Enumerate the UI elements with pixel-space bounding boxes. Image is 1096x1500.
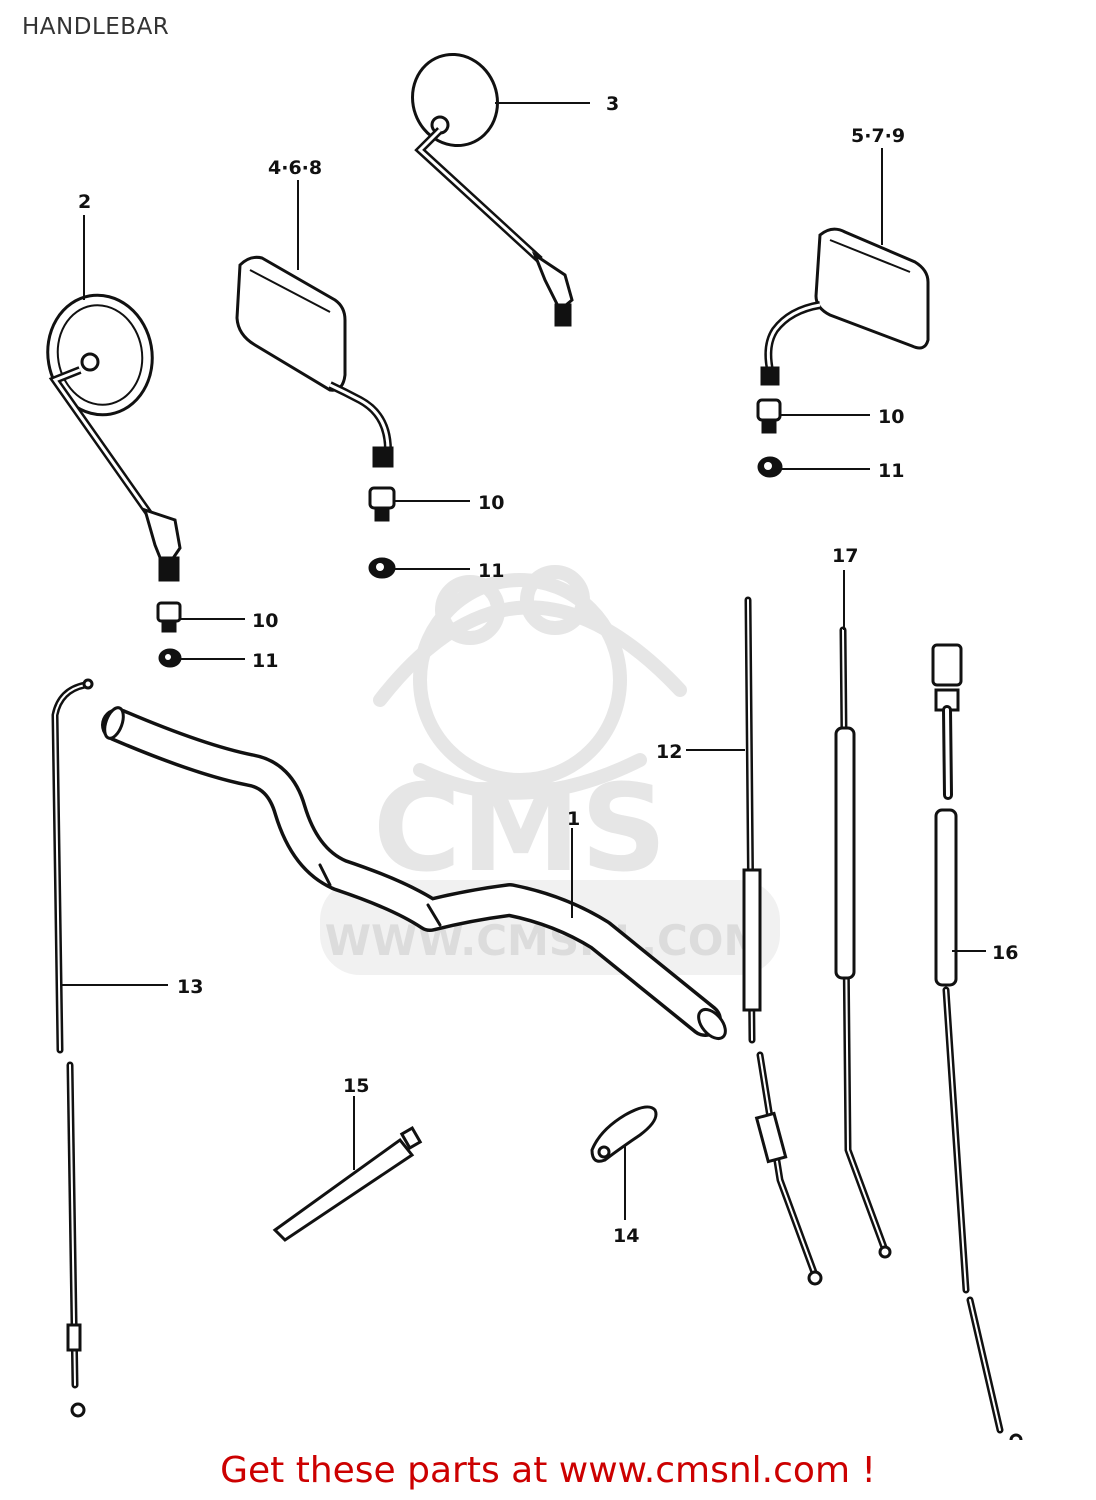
- mirror-rect-left: [235, 255, 394, 468]
- callout-11-left: 11: [252, 650, 278, 672]
- callout-2: 2: [78, 191, 91, 213]
- watermark-arc: [373, 600, 687, 707]
- mirror-nut-set-mid: [368, 486, 396, 579]
- callout-14: 14: [613, 1225, 639, 1247]
- leader-lines: [62, 102, 986, 1220]
- watermark-body: [413, 753, 647, 800]
- handlebar: [101, 706, 727, 1041]
- callout-10-right: 10: [878, 406, 904, 428]
- watermark-goggle-icon-2: [520, 565, 590, 635]
- handlebar-exploded-diagram: CMS WWW.CMSNL.COM: [46, 52, 1023, 1440]
- callout-15: 15: [343, 1075, 369, 1097]
- mirror-nut-set-right: [756, 398, 783, 478]
- page-title: HANDLEBAR: [22, 14, 170, 40]
- watermark-logo-text: CMS: [373, 760, 667, 899]
- callout-11-mid: 11: [478, 560, 504, 582]
- callout-1: 1: [567, 808, 580, 830]
- callout-11-right: 11: [878, 460, 904, 482]
- rod-15: [272, 1126, 423, 1242]
- callout-5-7-9: 5·7·9: [851, 125, 905, 147]
- watermark-mascot-icon: [413, 573, 627, 787]
- callout-16: 16: [992, 942, 1018, 964]
- callout-3: 3: [606, 93, 619, 115]
- cable-12: [742, 596, 823, 1286]
- mirror-rect-right: [760, 227, 930, 386]
- cable-16: [931, 643, 1023, 1440]
- callout-13: 13: [177, 976, 203, 998]
- clip-14: [590, 1105, 658, 1163]
- cable-17: [834, 626, 892, 1259]
- footer-promo-link[interactable]: Get these parts at www.cmsnl.com !: [220, 1450, 876, 1491]
- callout-10-mid: 10: [478, 492, 504, 514]
- cable-left: [51, 678, 94, 1418]
- callout-17: 17: [832, 545, 858, 567]
- callout-12: 12: [656, 741, 682, 763]
- mirror-nut-set-left: [156, 601, 182, 668]
- callout-labels: 1 2 3 4·6·8 5·7·9 10 11 10 11 10 11 12 1…: [78, 93, 1018, 1247]
- mirror-round-top: [411, 52, 574, 327]
- callout-4-6-8: 4·6·8: [268, 157, 322, 179]
- callout-10-left: 10: [252, 610, 278, 632]
- mirror-round-left: [46, 293, 182, 582]
